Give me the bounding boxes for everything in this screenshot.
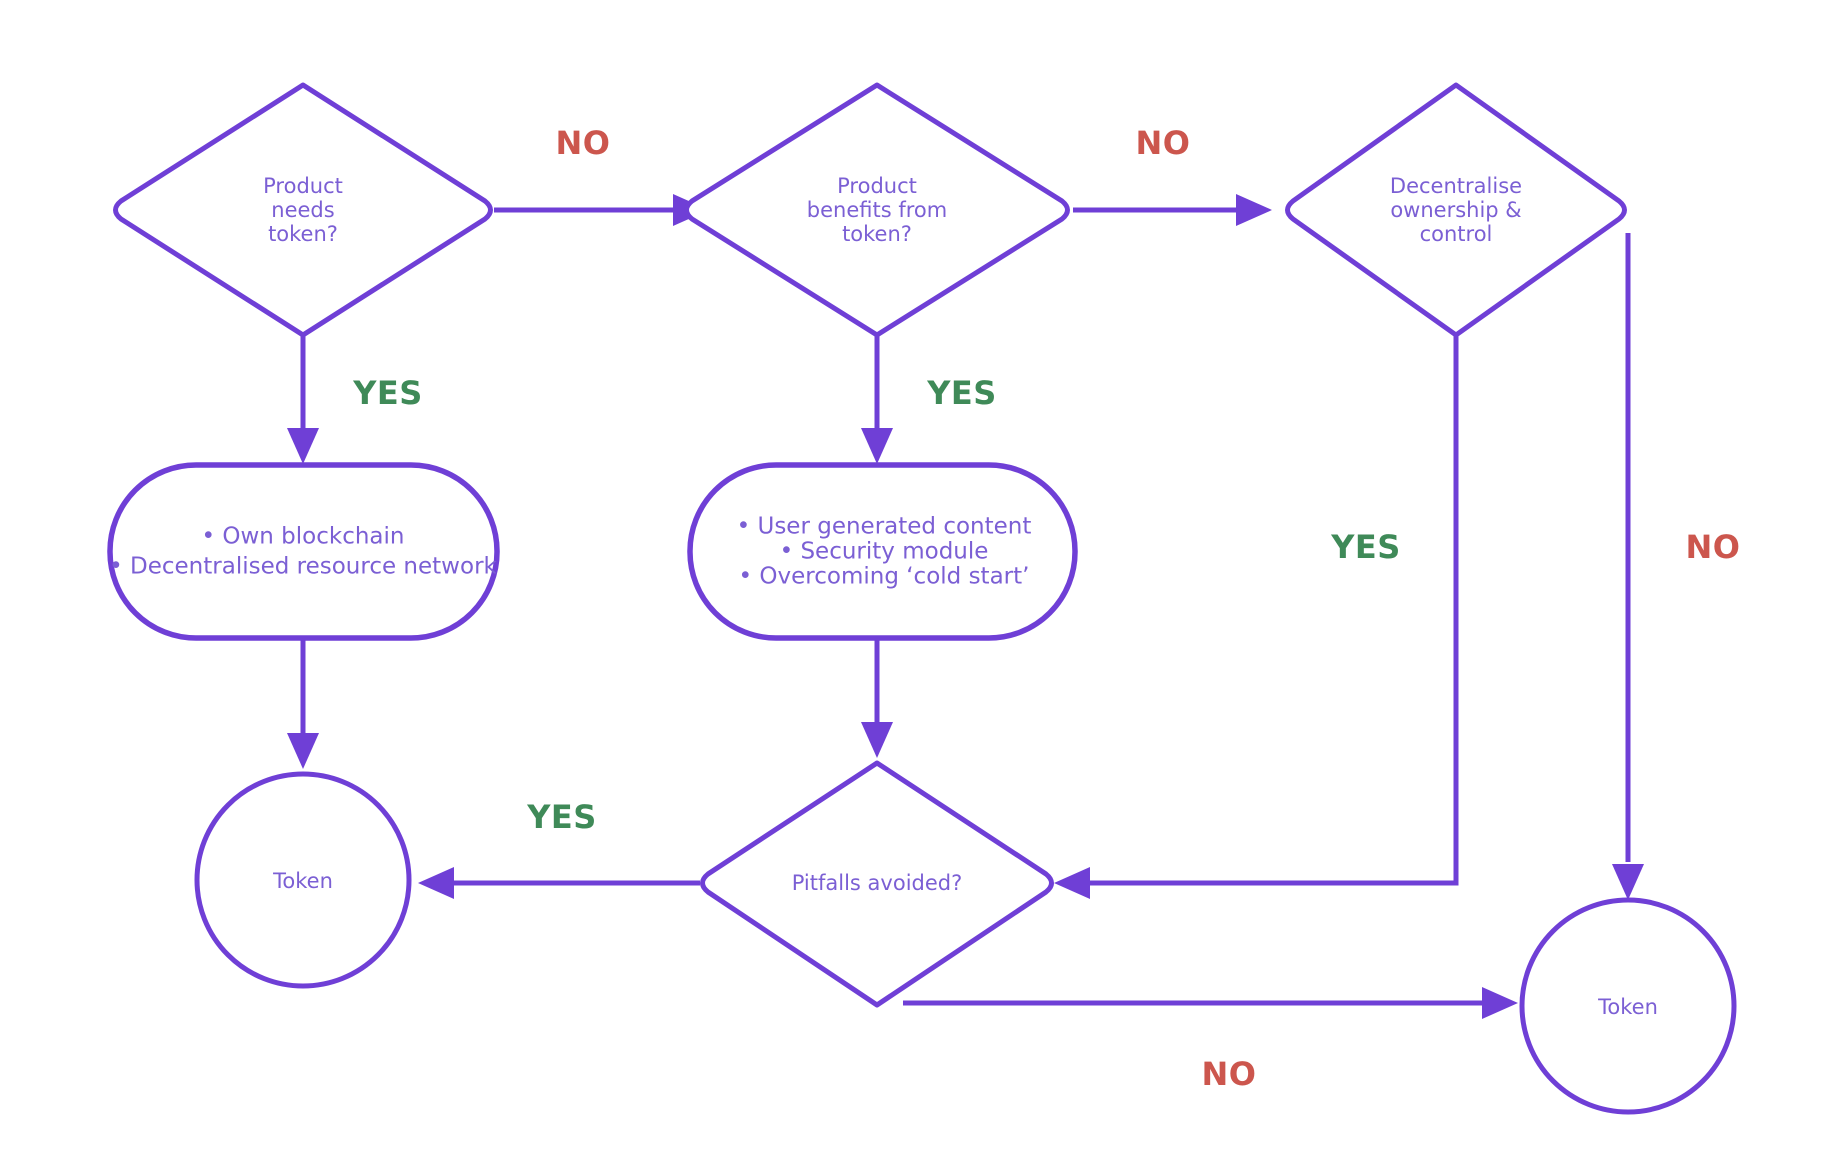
node-label-line-3: token? (268, 222, 338, 246)
edge-label-yes-4: YES (526, 798, 597, 836)
edge-benefits-yes-down (861, 334, 893, 464)
circle-shape (1519, 897, 1737, 1115)
node-label-line-2: needs (271, 198, 334, 222)
arrow-head-icon (1612, 864, 1644, 900)
edge-label-no-1: NO (556, 124, 611, 162)
node-label-line-1: • Own blockchain (202, 524, 405, 550)
circle-shape (194, 771, 412, 989)
node-label-line-3: control (1420, 222, 1493, 246)
edge-needs-to-benefits (494, 194, 709, 226)
node-decentralise-ownership[interactable]: Decentralise ownership & control (1285, 82, 1627, 338)
node-label-line-2: ownership & (1390, 198, 1521, 222)
edge-label-yes-2: YES (926, 374, 997, 412)
node-label-line-1: Decentralise (1390, 174, 1522, 198)
diamond-shape (113, 82, 493, 338)
edge-blockchain-to-token (287, 638, 319, 769)
node-label-line-3: token? (842, 222, 912, 246)
edge-pitfalls-no (903, 987, 1518, 1019)
edge-line (1088, 336, 1459, 886)
node-pitfalls-avoided[interactable]: Pitfalls avoided? (700, 760, 1054, 1008)
node-label-line-2: • Decentralised resource network (109, 554, 497, 580)
node-label-line-1: Token (1597, 995, 1658, 1019)
edge-decentralise-no (1612, 233, 1644, 900)
node-label-line-1: Token (272, 869, 333, 893)
node-label-line-3: • Overcoming ‘cold start’ (739, 564, 1030, 590)
node-label-line-1: Product (263, 174, 343, 198)
node-token-right[interactable]: Token (1519, 897, 1737, 1115)
node-label-line-2: • Security module (780, 539, 989, 565)
edge-decentralise-yes (1054, 336, 1459, 899)
node-product-benefits-token[interactable]: Product benefits from token? (684, 82, 1070, 338)
diamond-shape (684, 82, 1070, 338)
arrow-head-icon (418, 867, 454, 899)
node-label-line-1: Pitfalls avoided? (792, 871, 963, 895)
node-label-line-1: • User generated content (737, 514, 1032, 540)
edge-benefits-to-decentralise (1073, 194, 1272, 226)
node-label-line-1: Product (837, 174, 917, 198)
arrow-head-icon (1482, 987, 1518, 1019)
arrow-head-icon (861, 428, 893, 464)
node-token-left[interactable]: Token (194, 771, 412, 989)
arrow-head-icon (287, 428, 319, 464)
arrow-head-icon (1236, 194, 1272, 226)
rounded-rect-shape (687, 462, 1078, 641)
edge-label-no-4: NO (1202, 1055, 1257, 1093)
arrow-head-icon (1054, 867, 1090, 899)
edge-content-to-pitfalls (861, 638, 893, 758)
node-user-content-box[interactable]: • User generated content • Security modu… (687, 462, 1078, 641)
arrow-head-icon (861, 722, 893, 758)
diamond-shape (1285, 82, 1627, 338)
edge-label-yes-1: YES (352, 374, 423, 412)
diamond-shape (700, 760, 1054, 1008)
edge-needs-yes-down (287, 334, 319, 464)
edge-label-no-3: NO (1686, 528, 1741, 566)
rounded-rect-shape (107, 462, 500, 641)
edge-pitfalls-yes (418, 867, 700, 899)
node-product-needs-token[interactable]: Product needs token? (113, 82, 493, 338)
edge-label-no-2: NO (1136, 124, 1191, 162)
arrow-head-icon (287, 733, 319, 769)
node-label-line-2: benefits from (807, 198, 947, 222)
edge-label-yes-3: YES (1330, 528, 1401, 566)
node-own-blockchain-box[interactable]: • Own blockchain • Decentralised resourc… (107, 462, 500, 641)
